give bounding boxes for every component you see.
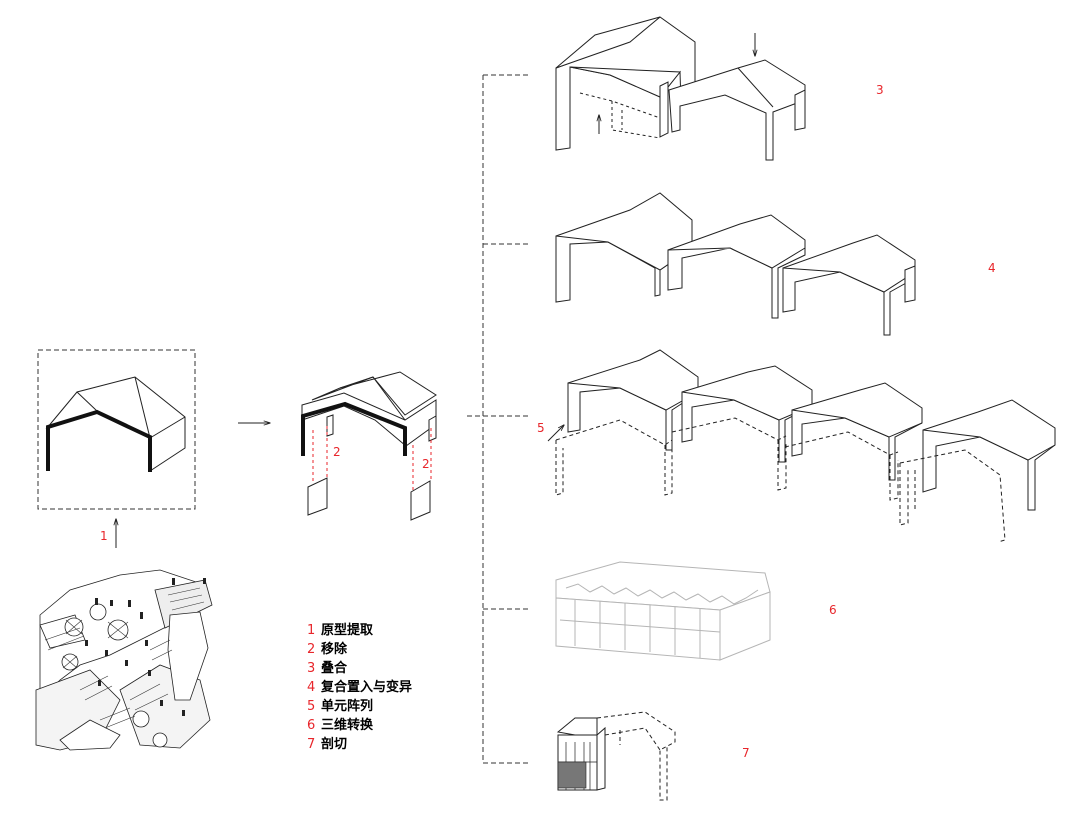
prototype-roof: [45, 376, 186, 472]
label-step2a: 2: [333, 445, 341, 459]
removal-unit: [301, 371, 437, 521]
label-step1: 1: [100, 529, 108, 543]
prototype-frame-profile: [46, 409, 152, 472]
label-step4: 4: [988, 261, 996, 275]
label-step7: 7: [742, 746, 750, 760]
label-step2b: 2: [422, 457, 430, 471]
transformed-block: [555, 561, 771, 661]
section-unit: [556, 711, 676, 801]
arrow-step5: [547, 425, 564, 442]
removal-frame-profile: [301, 401, 407, 456]
array-units: [555, 349, 1056, 543]
label-step3: 3: [876, 83, 884, 97]
composite-units: [555, 192, 916, 336]
superposition-units: [555, 16, 806, 161]
removed-pieces: [307, 477, 431, 521]
prototype-frame: [37, 349, 196, 510]
branch-connector: [467, 74, 530, 764]
label-step5: 5: [537, 421, 545, 435]
label-step6: 6: [829, 603, 837, 617]
aerial-site-sketch: [35, 569, 213, 751]
